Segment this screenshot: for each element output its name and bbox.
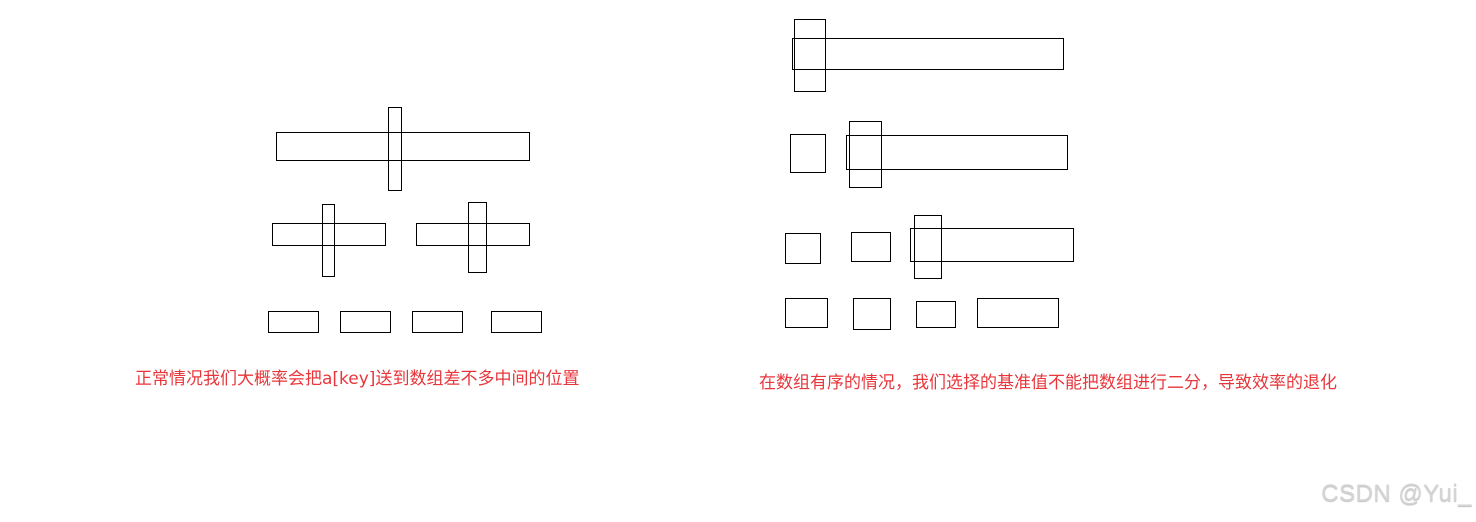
- csdn-watermark: CSDN @Yui_: [1321, 480, 1472, 507]
- rect-r-r2-done1: [790, 134, 826, 173]
- rect-r-r2-array: [846, 135, 1068, 170]
- rect-r-r2-pivot: [849, 121, 882, 188]
- rect-l-r2a-pivot: [322, 204, 335, 277]
- rect-l-r1-pivot: [388, 107, 402, 191]
- rect-l-r2a-array: [272, 223, 386, 246]
- rect-l-r3-part2: [340, 311, 391, 333]
- rect-l-r3-part3: [412, 311, 463, 333]
- rect-r-r4-part2: [853, 298, 891, 330]
- rect-r-r1-pivot: [794, 19, 826, 92]
- rect-l-r3-part1: [268, 311, 319, 333]
- rect-r-r3-array: [910, 228, 1074, 262]
- rect-r-r4-part4: [977, 298, 1059, 328]
- caption-balanced: 正常情况我们大概率会把a[key]送到数组差不多中间的位置: [135, 369, 580, 389]
- rect-l-r1-array: [276, 132, 530, 161]
- rect-r-r4-part3: [916, 301, 956, 328]
- caption-degenerate: 在数组有序的情况，我们选择的基准值不能把数组进行二分，导致效率的退化: [759, 373, 1337, 393]
- rect-l-r2b-pivot: [468, 202, 487, 273]
- rect-l-r3-part4: [491, 311, 542, 333]
- rect-r-r4-part1: [785, 298, 828, 328]
- rect-r-r3-done2: [851, 232, 891, 262]
- rect-r-r3-pivot: [914, 215, 942, 279]
- rect-r-r1-array: [792, 38, 1064, 70]
- rect-r-r3-done1: [785, 233, 821, 264]
- rect-l-r2b-array: [416, 223, 530, 246]
